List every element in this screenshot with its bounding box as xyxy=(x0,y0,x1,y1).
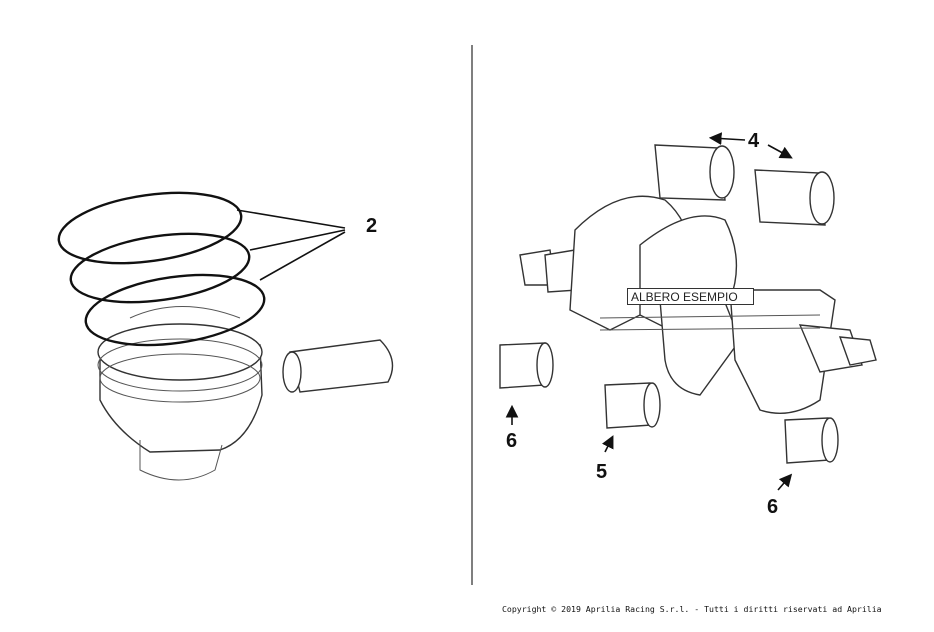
piston-rings xyxy=(57,191,266,347)
rod-bearing-shells xyxy=(499,342,839,464)
callout-4: 4 xyxy=(748,130,760,152)
main-bearing-shells xyxy=(654,144,835,226)
piston-pin xyxy=(282,339,394,393)
callout-2: 2 xyxy=(366,215,377,237)
copyright-notice: Copyright © 2019 Aprilia Racing S.r.l. -… xyxy=(502,604,882,614)
callout-rings-leaders xyxy=(236,209,346,281)
piston-assembly xyxy=(97,306,263,481)
callout-arrows xyxy=(505,132,793,491)
callout-6-right: 6 xyxy=(767,496,778,518)
callout-5: 5 xyxy=(596,461,607,483)
callout-6-left: 6 xyxy=(506,430,517,452)
crankshaft-label: ALBERO ESEMPIO xyxy=(627,288,754,305)
